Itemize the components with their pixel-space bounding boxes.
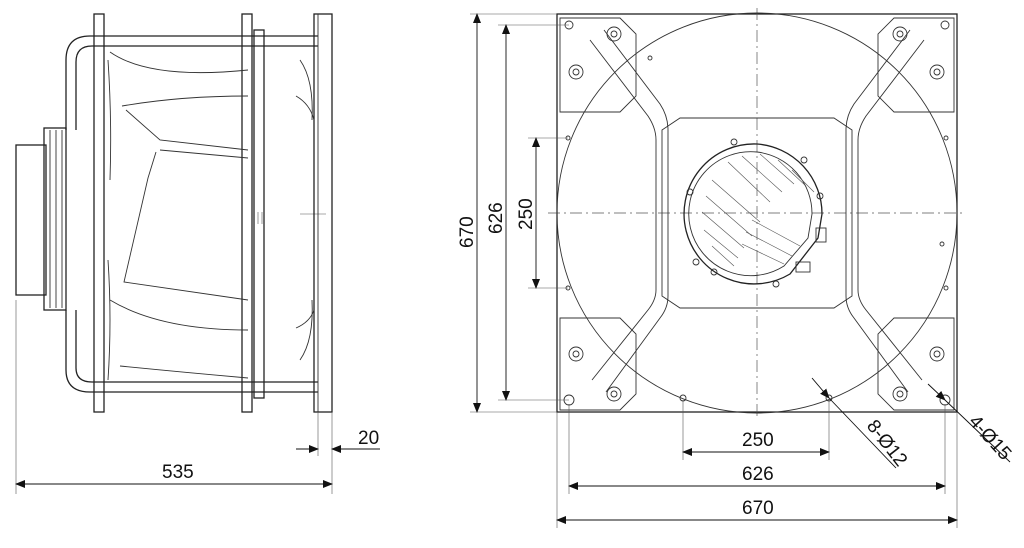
motor-hub xyxy=(683,138,827,288)
dim-height-outer-label: 670 xyxy=(457,216,478,248)
side-view: 535 20 xyxy=(15,13,380,494)
guard-tube-bottom xyxy=(65,310,318,393)
dim-width-inner-label: 250 xyxy=(742,430,774,451)
support-arms xyxy=(589,29,925,393)
dim-width-outer-label: 670 xyxy=(742,498,774,519)
dim-flange-label: 20 xyxy=(358,428,379,449)
corner-pads xyxy=(559,17,955,411)
bolts xyxy=(563,20,951,406)
corner-holes-label: 4-Ø15 xyxy=(964,411,1015,464)
motor-housing xyxy=(15,144,47,296)
dim-depth-label: 535 xyxy=(162,462,194,483)
dim-height-holes-label: 626 xyxy=(486,202,507,234)
front-view: 670 626 250 250 626 670 8-Ø12 4-Ø15 xyxy=(457,8,1015,528)
dim-height-inner-label: 250 xyxy=(516,198,537,230)
support-plate xyxy=(661,117,853,309)
guard-tube-top xyxy=(65,35,318,130)
motor-flange xyxy=(43,127,67,311)
inlet-circle xyxy=(556,12,958,414)
dim-width-holes-label: 626 xyxy=(742,464,774,485)
small-holes-label: 8-Ø12 xyxy=(862,416,911,471)
impeller-blades xyxy=(107,51,326,381)
inlet-flange xyxy=(313,13,333,413)
